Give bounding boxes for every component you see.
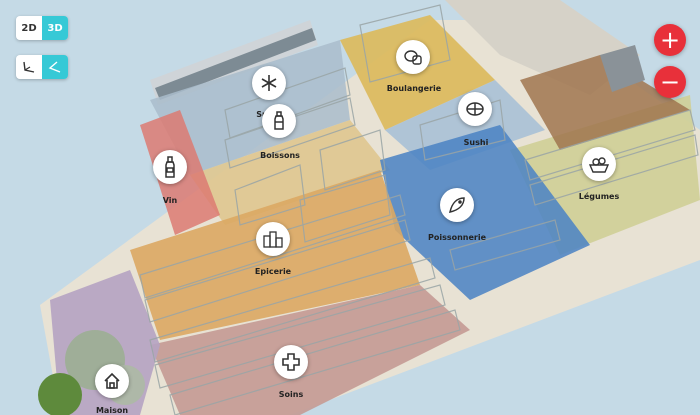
back-wall-freezers xyxy=(155,28,316,100)
label-boissons: Boissons xyxy=(260,151,300,160)
fish-icon xyxy=(449,197,465,213)
snowflake-icon xyxy=(261,75,277,91)
camera-flat-button[interactable] xyxy=(42,55,68,79)
shelving xyxy=(139,4,699,415)
zone-brown-floor xyxy=(520,55,690,150)
label-poissonnerie: Poissonnerie xyxy=(427,233,487,242)
zone-surgeles[interactable] xyxy=(150,40,350,175)
marker-epicerie[interactable] xyxy=(256,222,290,256)
zone-soins[interactable] xyxy=(150,285,470,415)
vegetables-icon xyxy=(588,157,610,173)
label-maison: Maison xyxy=(95,406,129,415)
zoom-out-button[interactable]: − xyxy=(654,66,686,98)
camera-tilted-button[interactable] xyxy=(16,55,42,79)
house-icon xyxy=(104,372,120,389)
camera-angle-tilted-icon xyxy=(23,61,35,73)
sushi-icon xyxy=(466,102,484,116)
view-mode-toggle[interactable]: 2D 3D xyxy=(16,16,68,40)
label-legumes: Légumes xyxy=(578,192,620,201)
marker-sushi[interactable] xyxy=(458,92,492,126)
camera-angle-flat-icon xyxy=(48,61,61,73)
view-2d-button[interactable]: 2D xyxy=(16,16,42,40)
marker-boulangerie[interactable] xyxy=(396,40,430,74)
bottle-icon xyxy=(274,111,284,130)
marker-surgeles[interactable] xyxy=(252,66,286,100)
label-sushi: Sushi xyxy=(463,138,489,147)
label-epicerie: Epicerie xyxy=(254,267,292,276)
bread-icon xyxy=(404,50,422,65)
camera-angle-toggle[interactable] xyxy=(16,55,68,79)
marker-maison[interactable] xyxy=(95,364,129,398)
marker-boissons[interactable] xyxy=(262,104,296,138)
storage-cabinet xyxy=(600,45,645,92)
label-vin: Vin xyxy=(162,196,178,205)
tree xyxy=(38,373,82,415)
zone-boissons[interactable] xyxy=(190,120,390,225)
zone-poissonnerie[interactable] xyxy=(380,125,590,300)
zoom-in-button[interactable]: + xyxy=(654,24,686,56)
cross-icon xyxy=(282,353,300,371)
jars-icon xyxy=(263,231,283,248)
view-3d-button[interactable]: 3D xyxy=(42,16,68,40)
label-soins: Soins xyxy=(278,390,304,399)
wine-bottle-icon xyxy=(165,156,175,178)
marker-soins[interactable] xyxy=(274,345,308,379)
marker-poissonnerie[interactable] xyxy=(440,188,474,222)
label-boulangerie: Boulangerie xyxy=(386,84,442,93)
marker-legumes[interactable] xyxy=(582,147,616,181)
marker-vin[interactable] xyxy=(153,150,187,184)
